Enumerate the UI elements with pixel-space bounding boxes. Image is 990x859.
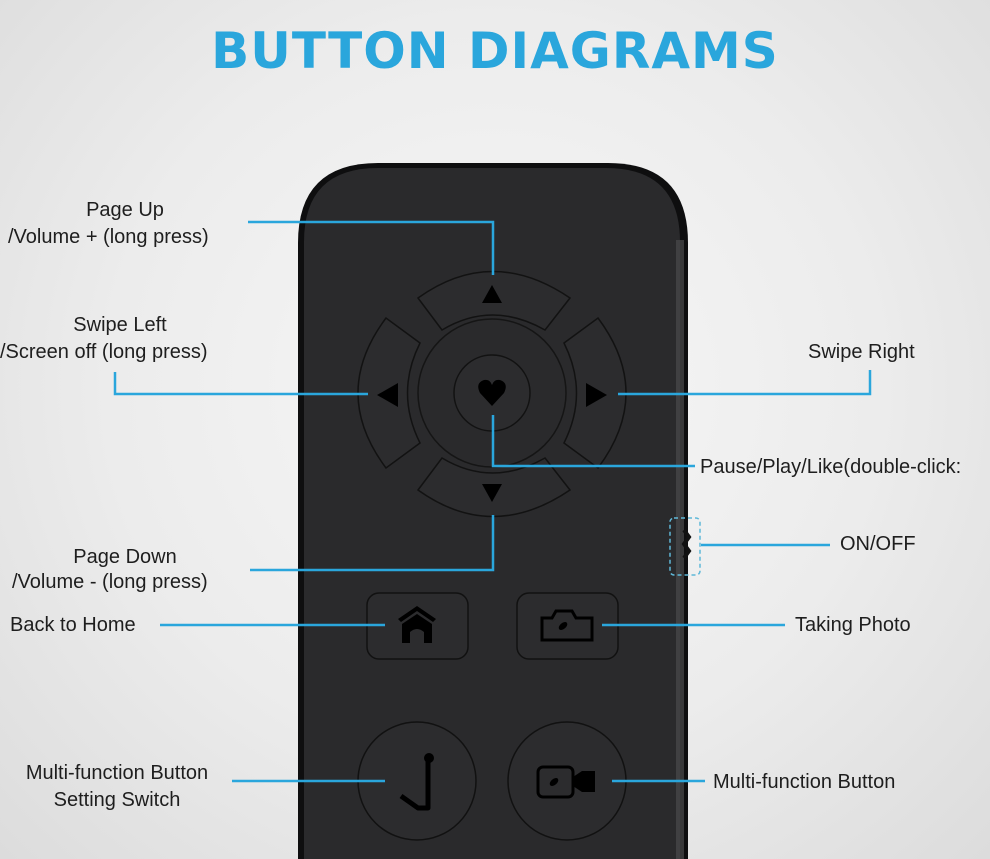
multi-function-button[interactable] bbox=[507, 721, 627, 841]
label-volume-up: /Volume + (long press) bbox=[8, 226, 209, 248]
video-camera-icon bbox=[536, 765, 595, 799]
label-multi-function-left: Multi-function Button bbox=[25, 762, 209, 784]
label-swipe-left: Swipe Left bbox=[73, 314, 167, 336]
label-screen-off: /Screen off (long press) bbox=[0, 341, 208, 363]
label-taking-photo: Taking Photo bbox=[795, 614, 911, 636]
down-arrow-icon bbox=[482, 484, 502, 502]
callout-pause bbox=[491, 415, 695, 468]
label-setting-switch: Setting Switch bbox=[53, 789, 181, 811]
left-arrow-icon bbox=[377, 383, 398, 407]
callout-page-down bbox=[250, 515, 495, 572]
music-note-icon bbox=[399, 753, 434, 811]
right-arrow-icon bbox=[586, 383, 607, 407]
callout-swipe-right bbox=[618, 370, 872, 396]
label-swipe-right: Swipe Right bbox=[808, 341, 915, 363]
label-on-off: ON/OFF bbox=[840, 533, 916, 555]
power-switch-icon[interactable] bbox=[669, 517, 701, 576]
label-pause-play-like: Pause/Play/Like(double-click: bbox=[700, 456, 962, 478]
label-back-to-home: Back to Home bbox=[10, 614, 136, 636]
callout-swipe-left bbox=[113, 372, 368, 396]
label-multi-function-right: Multi-function Button bbox=[713, 771, 896, 793]
label-page-down: Page Down bbox=[73, 546, 177, 568]
label-volume-down: /Volume - (long press) bbox=[12, 571, 208, 593]
camera-icon bbox=[540, 609, 594, 642]
label-page-up: Page Up bbox=[86, 199, 164, 221]
callout-page-up bbox=[248, 220, 495, 275]
callout-lines bbox=[113, 220, 872, 783]
home-icon bbox=[398, 606, 436, 643]
heart-icon bbox=[478, 379, 506, 406]
up-arrow-icon bbox=[482, 285, 502, 303]
page-title: BUTTON DIAGRAMS bbox=[211, 22, 779, 80]
